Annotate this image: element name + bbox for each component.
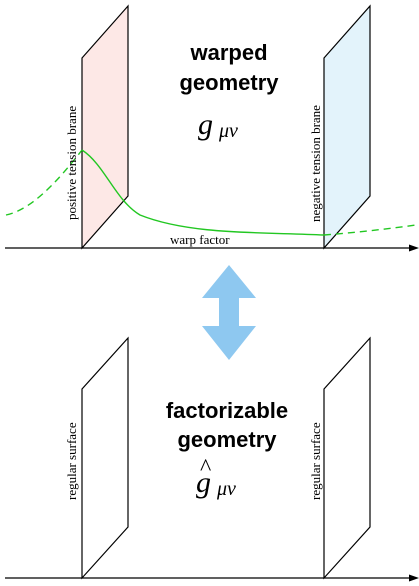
right-regular-surface	[323, 336, 371, 580]
warped-geometry-title-line1: warped	[189, 40, 267, 65]
left-regular-surface-label: regular surface	[64, 422, 79, 500]
warp-factor-curve	[81, 149, 325, 236]
warped-metric-symbol: g μν	[198, 108, 238, 142]
negative-tension-brane	[323, 4, 371, 250]
factorizable-geometry-title-line1: factorizable	[166, 398, 288, 423]
positive-tension-brane-label: positive tension brane	[64, 106, 79, 220]
factorizable-geometry-title-line2: geometry	[177, 427, 277, 452]
factorizable-metric-index: μν	[216, 478, 236, 500]
factorizable-geometry-panel: regular surface regular surface factoriz…	[5, 336, 419, 582]
transition-double-arrow	[202, 265, 256, 360]
warp-factor-curve-left-extension	[5, 149, 83, 216]
warped-metric-g: g	[198, 108, 213, 141]
bottom-axis-arrowhead-icon	[409, 574, 419, 582]
top-axis-arrowhead-icon	[409, 244, 419, 252]
double-arrow-vertical-icon	[202, 265, 256, 360]
left-brane	[81, 4, 129, 250]
negative-tension-brane-label: negative tension brane	[308, 105, 323, 222]
factorizable-metric-hat: ^	[200, 455, 211, 481]
warped-geometry-title-line2: geometry	[179, 70, 279, 95]
right-regular-surface-label: regular surface	[308, 422, 323, 500]
warp-factor-curve-right-extension	[323, 224, 417, 236]
factorizable-metric-g: g	[196, 466, 211, 499]
left-regular-surface	[81, 336, 129, 580]
factorizable-metric-symbol: g μν	[196, 466, 236, 500]
warped-geometry-panel: positive tension brane negative tension …	[5, 4, 419, 252]
warp-factor-label: warp factor	[170, 232, 230, 247]
warped-metric-index: μν	[218, 120, 238, 142]
